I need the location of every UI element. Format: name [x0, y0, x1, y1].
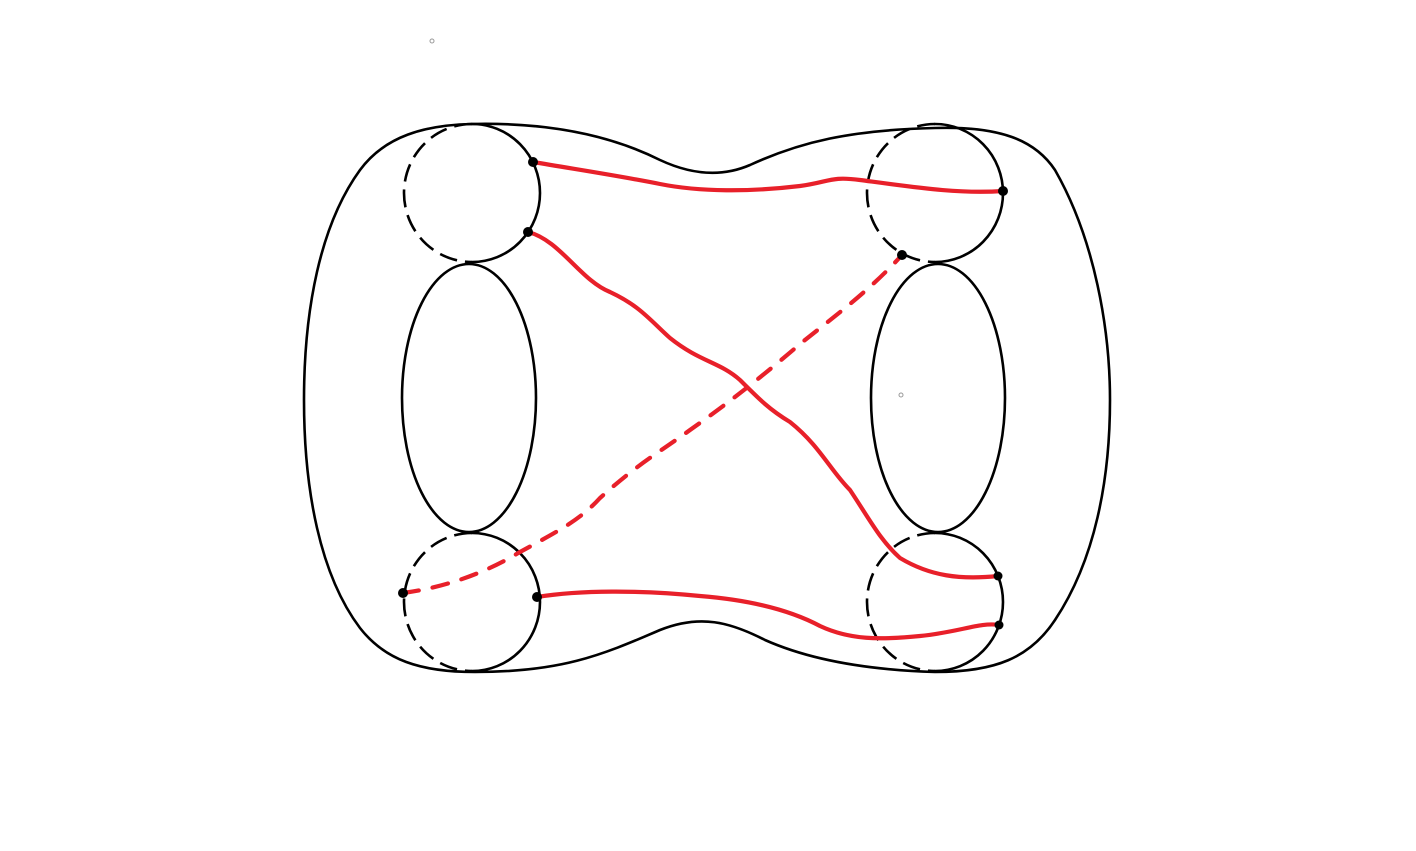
boundary-top-right-hidden [865, 122, 936, 264]
boundary-bottom-right [933, 531, 1005, 673]
hole-left [400, 262, 538, 534]
boundary-bottom-left-hidden [402, 531, 473, 673]
boundary-top-left [470, 122, 542, 264]
tiny-marker-top [429, 38, 435, 44]
endpoint [528, 157, 538, 167]
red-arc-diagonal-dashed [400, 252, 905, 596]
hole-right [869, 262, 1007, 534]
surface-outline [302, 122, 1112, 674]
endpoint [993, 571, 1003, 581]
boundary-bottom-right-hidden [865, 531, 936, 673]
tiny-marker-center [898, 392, 904, 398]
boundary-top-left-hidden [402, 122, 473, 264]
endpoint [532, 592, 542, 602]
red-arc-top [530, 159, 1006, 194]
endpoint [994, 620, 1004, 630]
red-arc-bottom [534, 589, 1002, 641]
red-arc-diagonal-solid [525, 229, 1001, 580]
endpoint [998, 186, 1008, 196]
endpoint [523, 227, 533, 237]
endpoint [897, 250, 907, 260]
boundary-bottom-left [470, 531, 542, 673]
endpoint [398, 588, 408, 598]
